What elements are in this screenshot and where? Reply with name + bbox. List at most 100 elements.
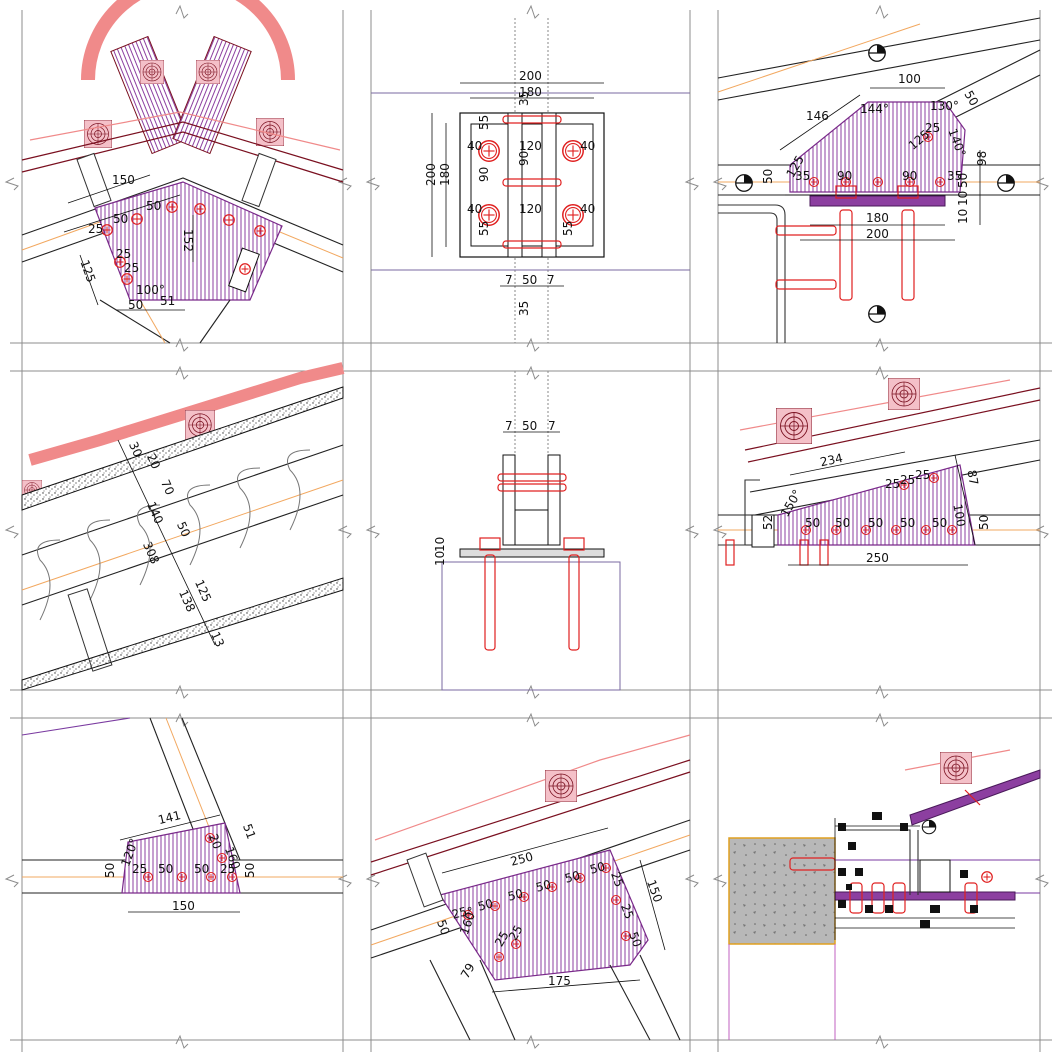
wood-end-grain-icon: [888, 378, 920, 410]
dim-label: 200: [866, 227, 889, 241]
dim-label: 70: [158, 477, 177, 497]
dim-label: 7: [547, 273, 555, 287]
dim-label: 25: [492, 929, 512, 949]
dim-label: 10: [433, 537, 447, 552]
dim-label: 25: [885, 477, 900, 491]
dim-label: 55: [477, 221, 491, 236]
dim-label: 25: [608, 870, 626, 889]
dim-label: 120: [519, 139, 542, 153]
dim-label: 52: [761, 515, 775, 530]
inner-lining: [21, 577, 344, 691]
dim-label: 50: [476, 896, 494, 913]
dim-label: 50: [146, 199, 161, 213]
dim-label: 250: [866, 551, 889, 565]
dim-label: 141: [157, 808, 183, 827]
gusset-plate: [439, 849, 649, 981]
section-marker-icon: [997, 174, 1015, 192]
dim-label: 20: [144, 451, 163, 471]
dim-label: 25: [506, 923, 526, 943]
panel-ridge-joint: 150 25 50 50 152 125 25 25 100° 50 51: [21, 0, 344, 344]
dim-label: 40: [467, 202, 482, 216]
steel-plate: [809, 195, 946, 207]
dim-label: 25: [618, 902, 636, 921]
dim-label: 51: [240, 822, 258, 841]
dim-label: 50: [961, 88, 981, 108]
dim-label: 10: [956, 209, 970, 224]
dim-label: 140: [144, 499, 166, 526]
dim-label: 150: [644, 878, 665, 904]
wood-end-grain-icon: [196, 60, 220, 84]
wood-end-grain-icon: [776, 408, 812, 444]
dim-label: 50: [534, 877, 552, 894]
dim-label: 50: [194, 862, 209, 876]
dim-label: 7: [505, 273, 513, 287]
dim-label: 234: [819, 451, 844, 469]
dim-label: 50: [835, 516, 850, 530]
dim-label: 50: [174, 519, 193, 539]
dim-label: 50: [977, 515, 991, 530]
dim-label: 50: [805, 516, 820, 530]
steel-plate: [909, 769, 1041, 826]
dim-label: 50: [434, 918, 452, 937]
dim-label: 150: [172, 899, 195, 913]
dim-label: 98: [975, 151, 989, 166]
dim-label: 79: [458, 961, 478, 981]
dim-label: 50: [506, 886, 524, 903]
dim-label: 200: [519, 69, 542, 83]
wood-end-grain-icon: [940, 752, 972, 784]
dim-label: 50: [128, 298, 143, 312]
dim-label: 35: [795, 169, 810, 183]
dim-label: 25: [88, 222, 103, 236]
dim-label: 50: [103, 863, 117, 878]
ridge-tile: [81, 0, 295, 81]
dim-label: 138: [176, 587, 198, 614]
roof-tile: [28, 362, 345, 466]
base-plate: [459, 112, 605, 258]
dim-label: 25: [900, 473, 915, 487]
section-marker-icon: [921, 819, 937, 835]
dim-label: 144°: [860, 102, 889, 116]
dim-label: 180: [519, 85, 542, 99]
dim-label: 25: [124, 261, 139, 275]
dim-label: 10: [956, 191, 970, 206]
dim-label: 7: [505, 419, 513, 433]
rafter-left-section: [110, 35, 190, 155]
dim-label: 100: [898, 72, 921, 86]
dim-label: 50: [626, 930, 644, 949]
concrete-wall: [728, 837, 836, 945]
weld-marks: [838, 812, 978, 928]
break-line-marks: [4, 4, 1049, 1049]
dim-label: 25: [132, 862, 147, 876]
panel-base-elevation: 7 50 7 10 10: [433, 371, 621, 691]
dim-label: 100°: [136, 283, 165, 297]
concrete-footing: [441, 561, 621, 691]
panel-beam-column: 100 146 144° 130° 50 125 25 140° 50 125 …: [717, 17, 1041, 343]
dim-label: 100: [950, 503, 968, 528]
dim-label: 7: [548, 419, 556, 433]
dim-label: 150: [112, 173, 135, 187]
panel-wall-anchor: [728, 749, 1041, 1040]
dim-label: 130°: [930, 99, 959, 113]
dim-label: 50: [113, 212, 128, 226]
gusset-plate: [121, 822, 241, 894]
panel-base-plate-plan: 200 180 35 55 40 120 40 90 90 200 180 40…: [371, 18, 690, 343]
dim-label: 25: [925, 121, 940, 135]
wood-end-grain-icon: [545, 770, 577, 802]
dim-label: 152: [181, 229, 195, 252]
dim-label: 40: [580, 202, 595, 216]
dim-label: 50: [932, 516, 947, 530]
dim-label: 20: [206, 832, 224, 851]
dim-label: 90: [902, 169, 917, 183]
dim-label: 25: [450, 904, 468, 921]
bolt-symbol-icon: [981, 871, 993, 883]
panel-eave-connection: 234 25 25 25 87 150° 52 50 50 50 50 50 1…: [718, 378, 1041, 566]
section-marker-icon: [868, 305, 886, 323]
dim-label: 30: [126, 439, 145, 459]
wood-end-grain-icon: [256, 118, 284, 146]
dim-label: 50: [158, 862, 173, 876]
wood-end-grain-icon: [140, 60, 164, 84]
dim-label: 35: [517, 301, 531, 316]
section-marker-icon: [735, 174, 753, 192]
gusset-plate: [789, 101, 966, 193]
anchor-bolts: [479, 537, 585, 651]
